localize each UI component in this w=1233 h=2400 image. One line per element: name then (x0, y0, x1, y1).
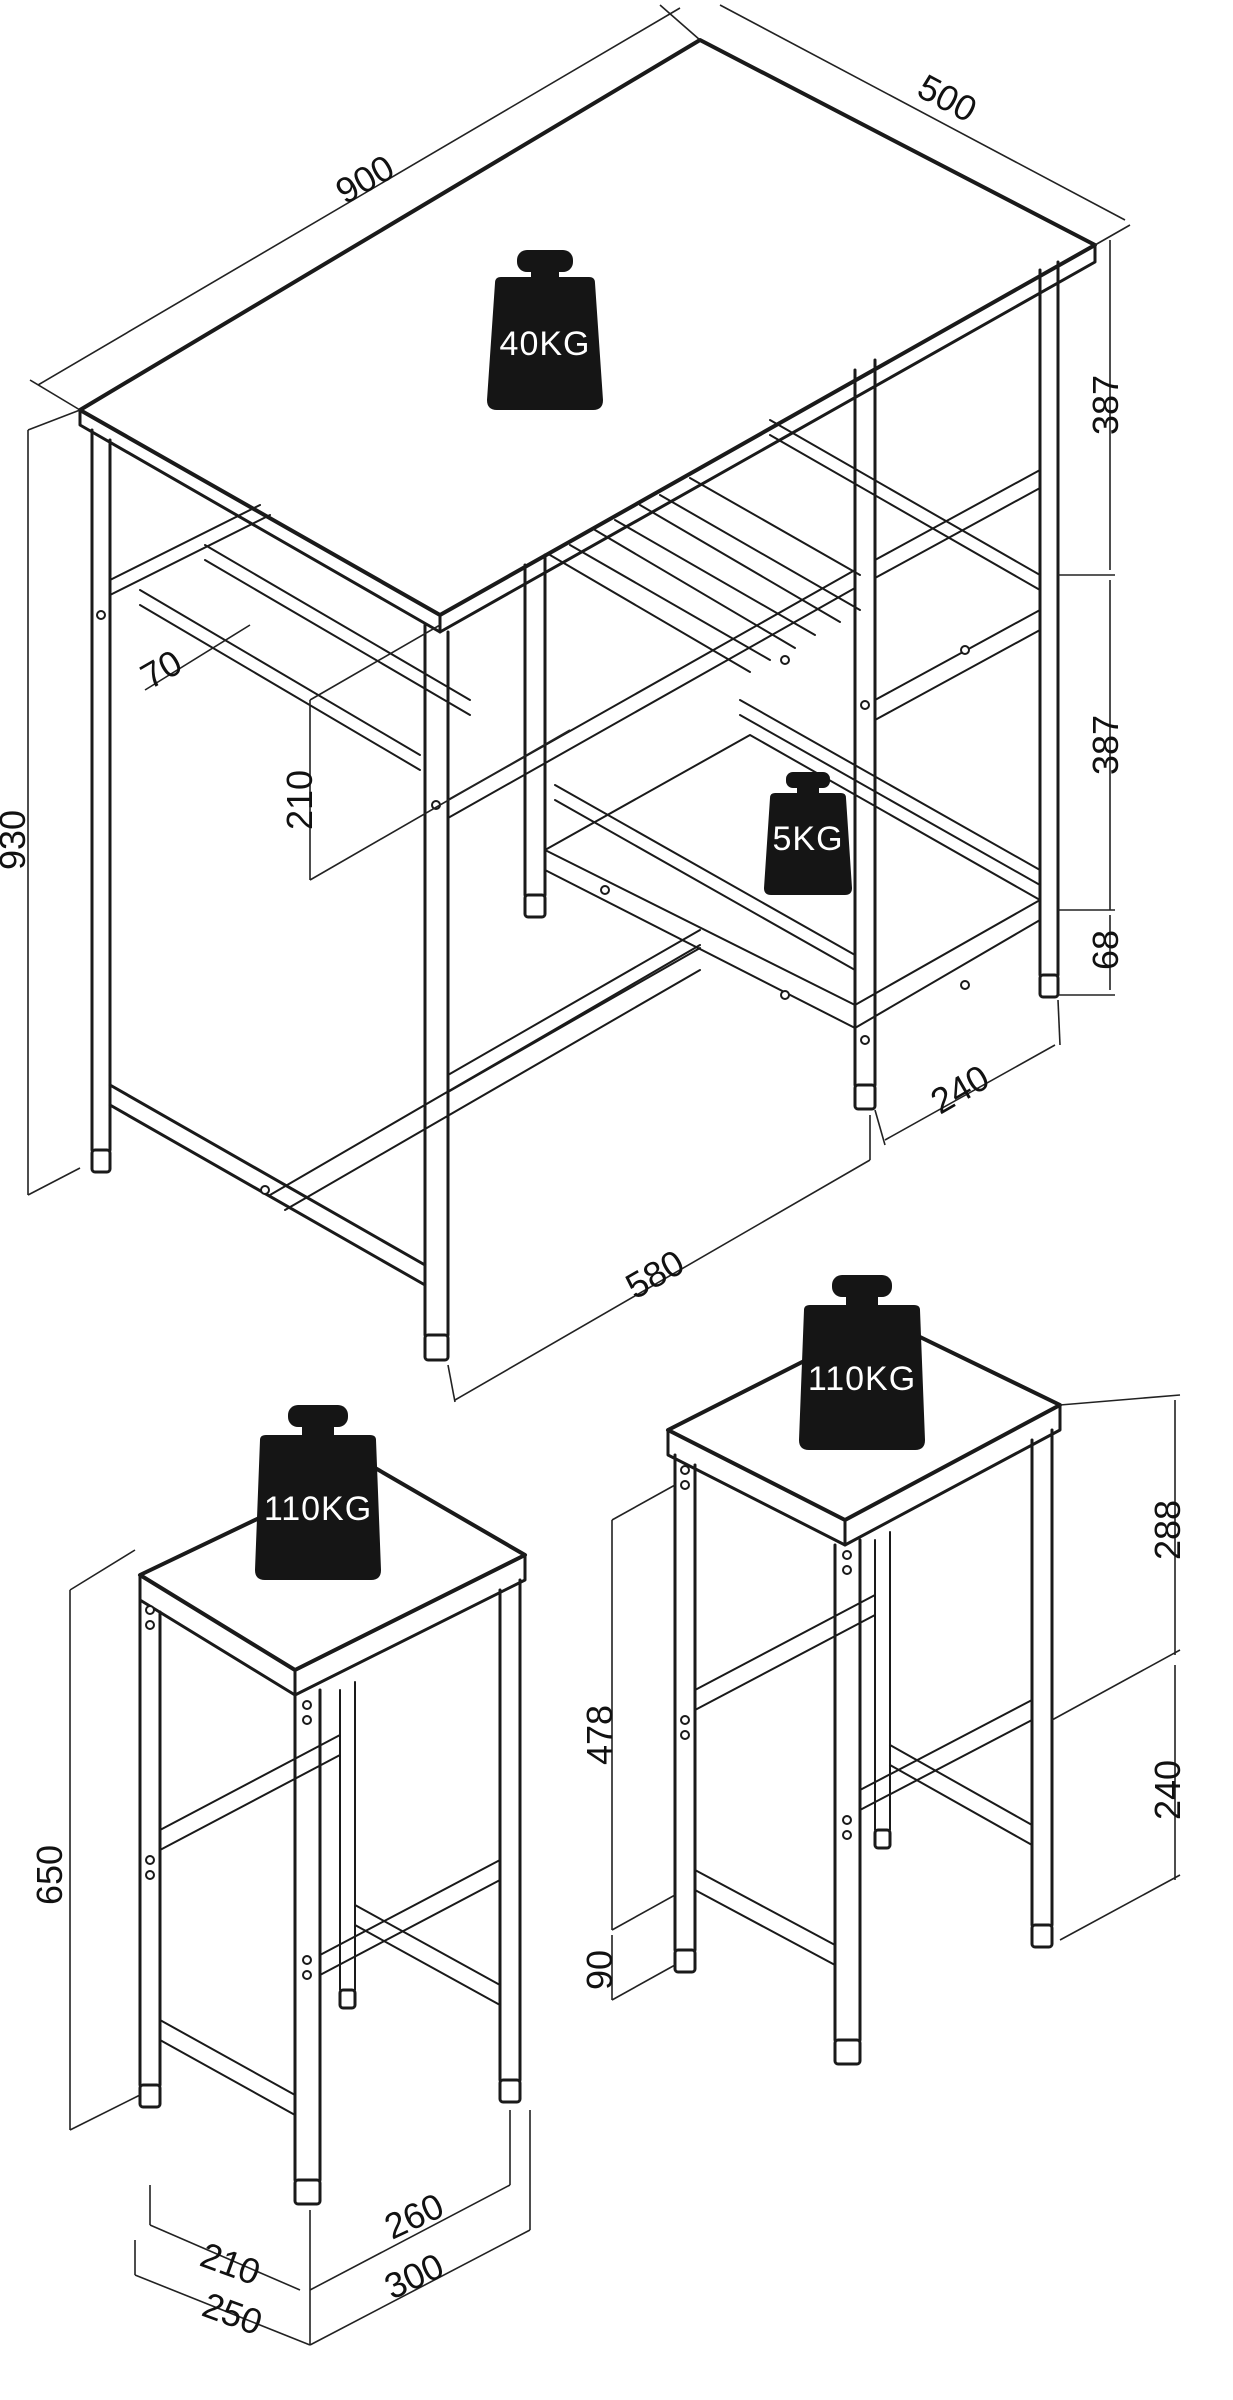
dim-table-height: 930 (0, 810, 33, 870)
dim-shelf-upper: 387 (1085, 375, 1126, 435)
dim-shelf-lower: 387 (1085, 715, 1126, 775)
dim-stool-left-foot-b: 260 (378, 2185, 450, 2248)
dim-table-depth: 500 (911, 66, 983, 130)
leg-cabinet (523, 553, 547, 919)
leg-back-right (1038, 260, 1060, 999)
dim-stool-left-base-a: 250 (197, 2284, 267, 2343)
dim-stool-right-seat-rail: 478 (579, 1705, 620, 1765)
stool-left (138, 1463, 527, 2206)
dim-stool-right-upper: 288 (1147, 1500, 1188, 1560)
leg-front-left (90, 428, 112, 1174)
weight-icon: 5KG (764, 772, 852, 895)
load-table-top: 40KG (500, 325, 591, 363)
leg-divider (853, 358, 877, 1111)
dim-stool-height: 650 (29, 1845, 70, 1905)
dim-inner-width: 580 (619, 1241, 692, 1307)
load-stool-right: 110KG (808, 1360, 916, 1398)
weight-icon: 40KG (487, 250, 603, 410)
dim-table-width: 900 (329, 146, 402, 212)
weight-icon: 110KG (799, 1275, 925, 1450)
dim-rail-height: 210 (279, 770, 320, 830)
leg-front-right (423, 623, 450, 1362)
stool-right-dimensions: 478 90 288 240 (579, 1394, 1188, 2001)
dim-stool-left-base-b: 300 (378, 2245, 450, 2308)
dim-stool-left-foot-a: 210 (195, 2234, 265, 2293)
load-table-shelf: 5KG (772, 820, 843, 858)
weight-icon: 110KG (255, 1405, 381, 1580)
load-stool-left: 110KG (264, 1490, 372, 1528)
dim-foot-clearance: 68 (1085, 930, 1126, 970)
stool-right (666, 1318, 1062, 2066)
bar-table (78, 38, 1097, 1362)
dim-stool-right-foot-gap: 90 (579, 1950, 620, 1990)
dim-stool-right-lower: 240 (1147, 1760, 1188, 1820)
slatted-shelf (549, 477, 861, 673)
stool-left-dimensions: 650 210 260 250 300 (29, 1549, 531, 2346)
table-dimensions: 900 500 930 387 387 68 240 580 (0, 4, 1131, 1403)
dim-rail-offset: 70 (134, 641, 189, 697)
